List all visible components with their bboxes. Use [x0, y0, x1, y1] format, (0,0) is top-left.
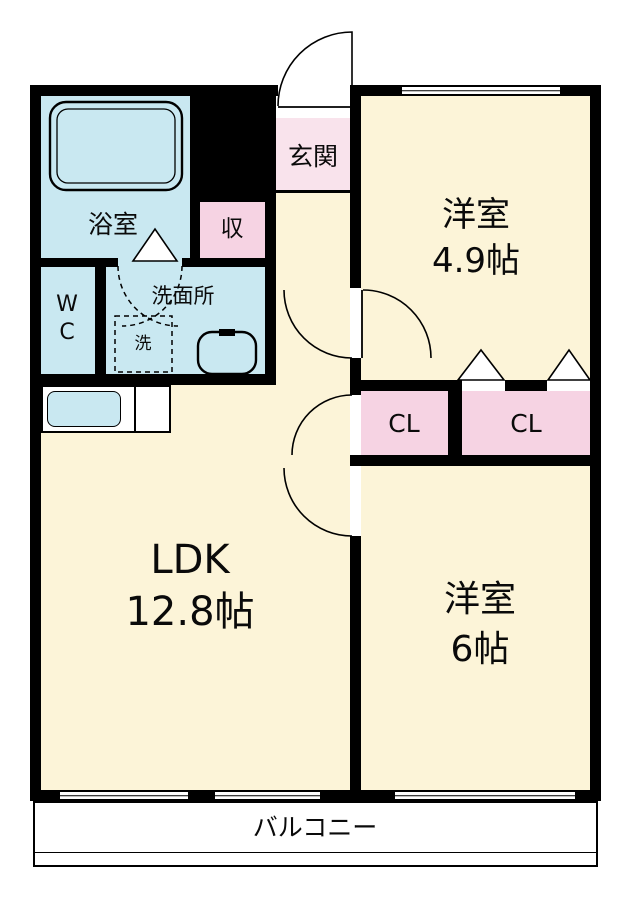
- wall-bottom-2: [320, 790, 395, 801]
- room49-size: 4.9帖: [431, 241, 521, 282]
- window-glass-line: [215, 794, 320, 797]
- wall-bottom-3: [575, 790, 601, 801]
- toilet-area: [41, 267, 95, 374]
- window-ldk-left: [60, 790, 188, 801]
- wall-main-v2: [350, 358, 361, 395]
- wall-cl-top-b: [505, 380, 547, 391]
- wall-bottom-1: [30, 790, 60, 801]
- ldk-name: LDK: [150, 537, 230, 583]
- wall-bottom-mullion: [188, 790, 215, 801]
- laundry-label: 洗: [134, 334, 152, 355]
- closet-1-label: CL: [388, 408, 420, 438]
- wall-top-left: [30, 85, 278, 96]
- wall-cl-bottom: [350, 455, 601, 466]
- window-top: [402, 85, 560, 96]
- wall-bath-right: [190, 96, 200, 267]
- wall-ldk-top: [30, 374, 276, 385]
- wall-wc-right: [95, 267, 106, 374]
- room-western-4-9-area: [361, 96, 590, 380]
- wall-main-v4: [350, 536, 361, 790]
- hallway-area: [276, 192, 350, 385]
- wall-bath-bottom-b: [182, 258, 265, 267]
- ldk-size: 12.8帖: [125, 589, 255, 635]
- kitchen-counter-line: [134, 387, 136, 431]
- wall-top-right: [560, 85, 601, 96]
- storage-area: [200, 202, 265, 258]
- window-glass-line: [60, 794, 188, 797]
- wall-right: [590, 85, 601, 801]
- window-glass-line: [395, 794, 575, 797]
- closet-2-area: [462, 391, 590, 455]
- window-ldk-right: [215, 790, 320, 801]
- balcony-area: [33, 801, 598, 867]
- balcony-rail-line: [35, 851, 596, 853]
- bathroom-label: 浴室: [87, 209, 139, 239]
- wall-main-v1: [350, 96, 361, 288]
- entrance-door-arc: [277, 31, 353, 107]
- washroom-label: 洗面所: [151, 283, 215, 308]
- room-western-6-area: [361, 466, 590, 790]
- window-room6: [395, 790, 575, 801]
- room6-name: 洋室: [443, 579, 517, 621]
- wall-block: [200, 96, 265, 202]
- entrance-area: [276, 118, 350, 192]
- bath-door-opening: [118, 258, 182, 267]
- entrance-label: 玄関: [287, 141, 339, 171]
- kitchen-sink: [47, 391, 121, 427]
- wall-bath-bottom-a: [30, 258, 118, 267]
- entrance-step-line: [276, 190, 350, 193]
- wall-cl-divider: [448, 380, 462, 466]
- balcony-label: バルコニー: [252, 812, 378, 842]
- wall-cl-top-a: [350, 380, 457, 391]
- storage-label: 収: [220, 215, 244, 242]
- closet-1-area: [361, 391, 448, 455]
- room6-size: 6帖: [450, 629, 510, 671]
- closet-2-label: CL: [510, 408, 542, 438]
- window-glass-line: [402, 89, 560, 92]
- wall-top-mid: [350, 85, 402, 96]
- room49-name: 洋室: [442, 195, 510, 236]
- ldk-area: [41, 385, 350, 790]
- wall-hall-left: [265, 96, 276, 385]
- toilet-label: WC: [54, 292, 80, 348]
- wall-left: [30, 85, 41, 801]
